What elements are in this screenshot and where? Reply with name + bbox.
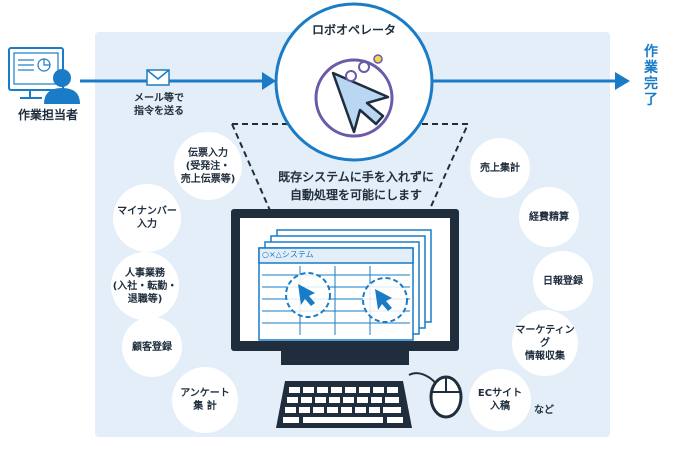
system-window-stack [258, 229, 432, 341]
etc-label: など [534, 405, 554, 416]
cursor-robot-icon [274, 2, 434, 162]
right-task-bubbles [469, 138, 593, 431]
task-label-mynumber: マイナンバー 入力 [117, 206, 177, 230]
task-label-daily-report: 日報登録 [543, 275, 583, 287]
task-label-voucher-entry: 伝票入力 (受発注・ 売上伝票等) [180, 147, 236, 185]
robot-label: ロボオペレータ [311, 23, 396, 37]
task-bubble [172, 367, 238, 433]
mail-label: メール等で 指令を送る [134, 93, 184, 117]
task-label-sales-total: 売上集計 [480, 162, 520, 174]
task-label-hr: 人事業務 (入社・転勤・ 退職等) [112, 267, 178, 305]
person-with-computer-icon [8, 47, 80, 104]
envelope-icon [146, 69, 170, 86]
task-bubble [113, 184, 181, 252]
done-label: 作業完了 [644, 44, 658, 109]
task-bubble [122, 317, 182, 377]
arrow-cursor-icon [375, 289, 392, 311]
task-label-customer: 顧客登録 [132, 341, 172, 353]
task-bubble [533, 251, 593, 311]
flow-arrow-left-head [262, 72, 276, 90]
task-bubble [111, 252, 179, 320]
task-label-ec-site: ECサイト 入稿 [477, 388, 523, 412]
task-bubble [519, 187, 579, 247]
operator-label: 作業担当者 [17, 108, 78, 122]
task-bubble [512, 310, 578, 376]
task-bubble [469, 369, 531, 431]
task-bubble [470, 138, 530, 198]
task-label-survey: アンケート 集 計 [180, 388, 230, 412]
system-window-title: ○×△システム [262, 250, 314, 259]
center-caption: 既存システムに手を入れずに 自動処理を可能にします [278, 170, 434, 202]
flow-arrow-right-head [615, 72, 630, 90]
task-label-expense: 経費精算 [529, 211, 569, 223]
task-label-marketing: マーケティング 情報収集 [515, 324, 575, 362]
left-task-bubbles [111, 132, 242, 433]
arrow-cursor-icon [298, 284, 315, 306]
task-bubble [174, 132, 242, 200]
